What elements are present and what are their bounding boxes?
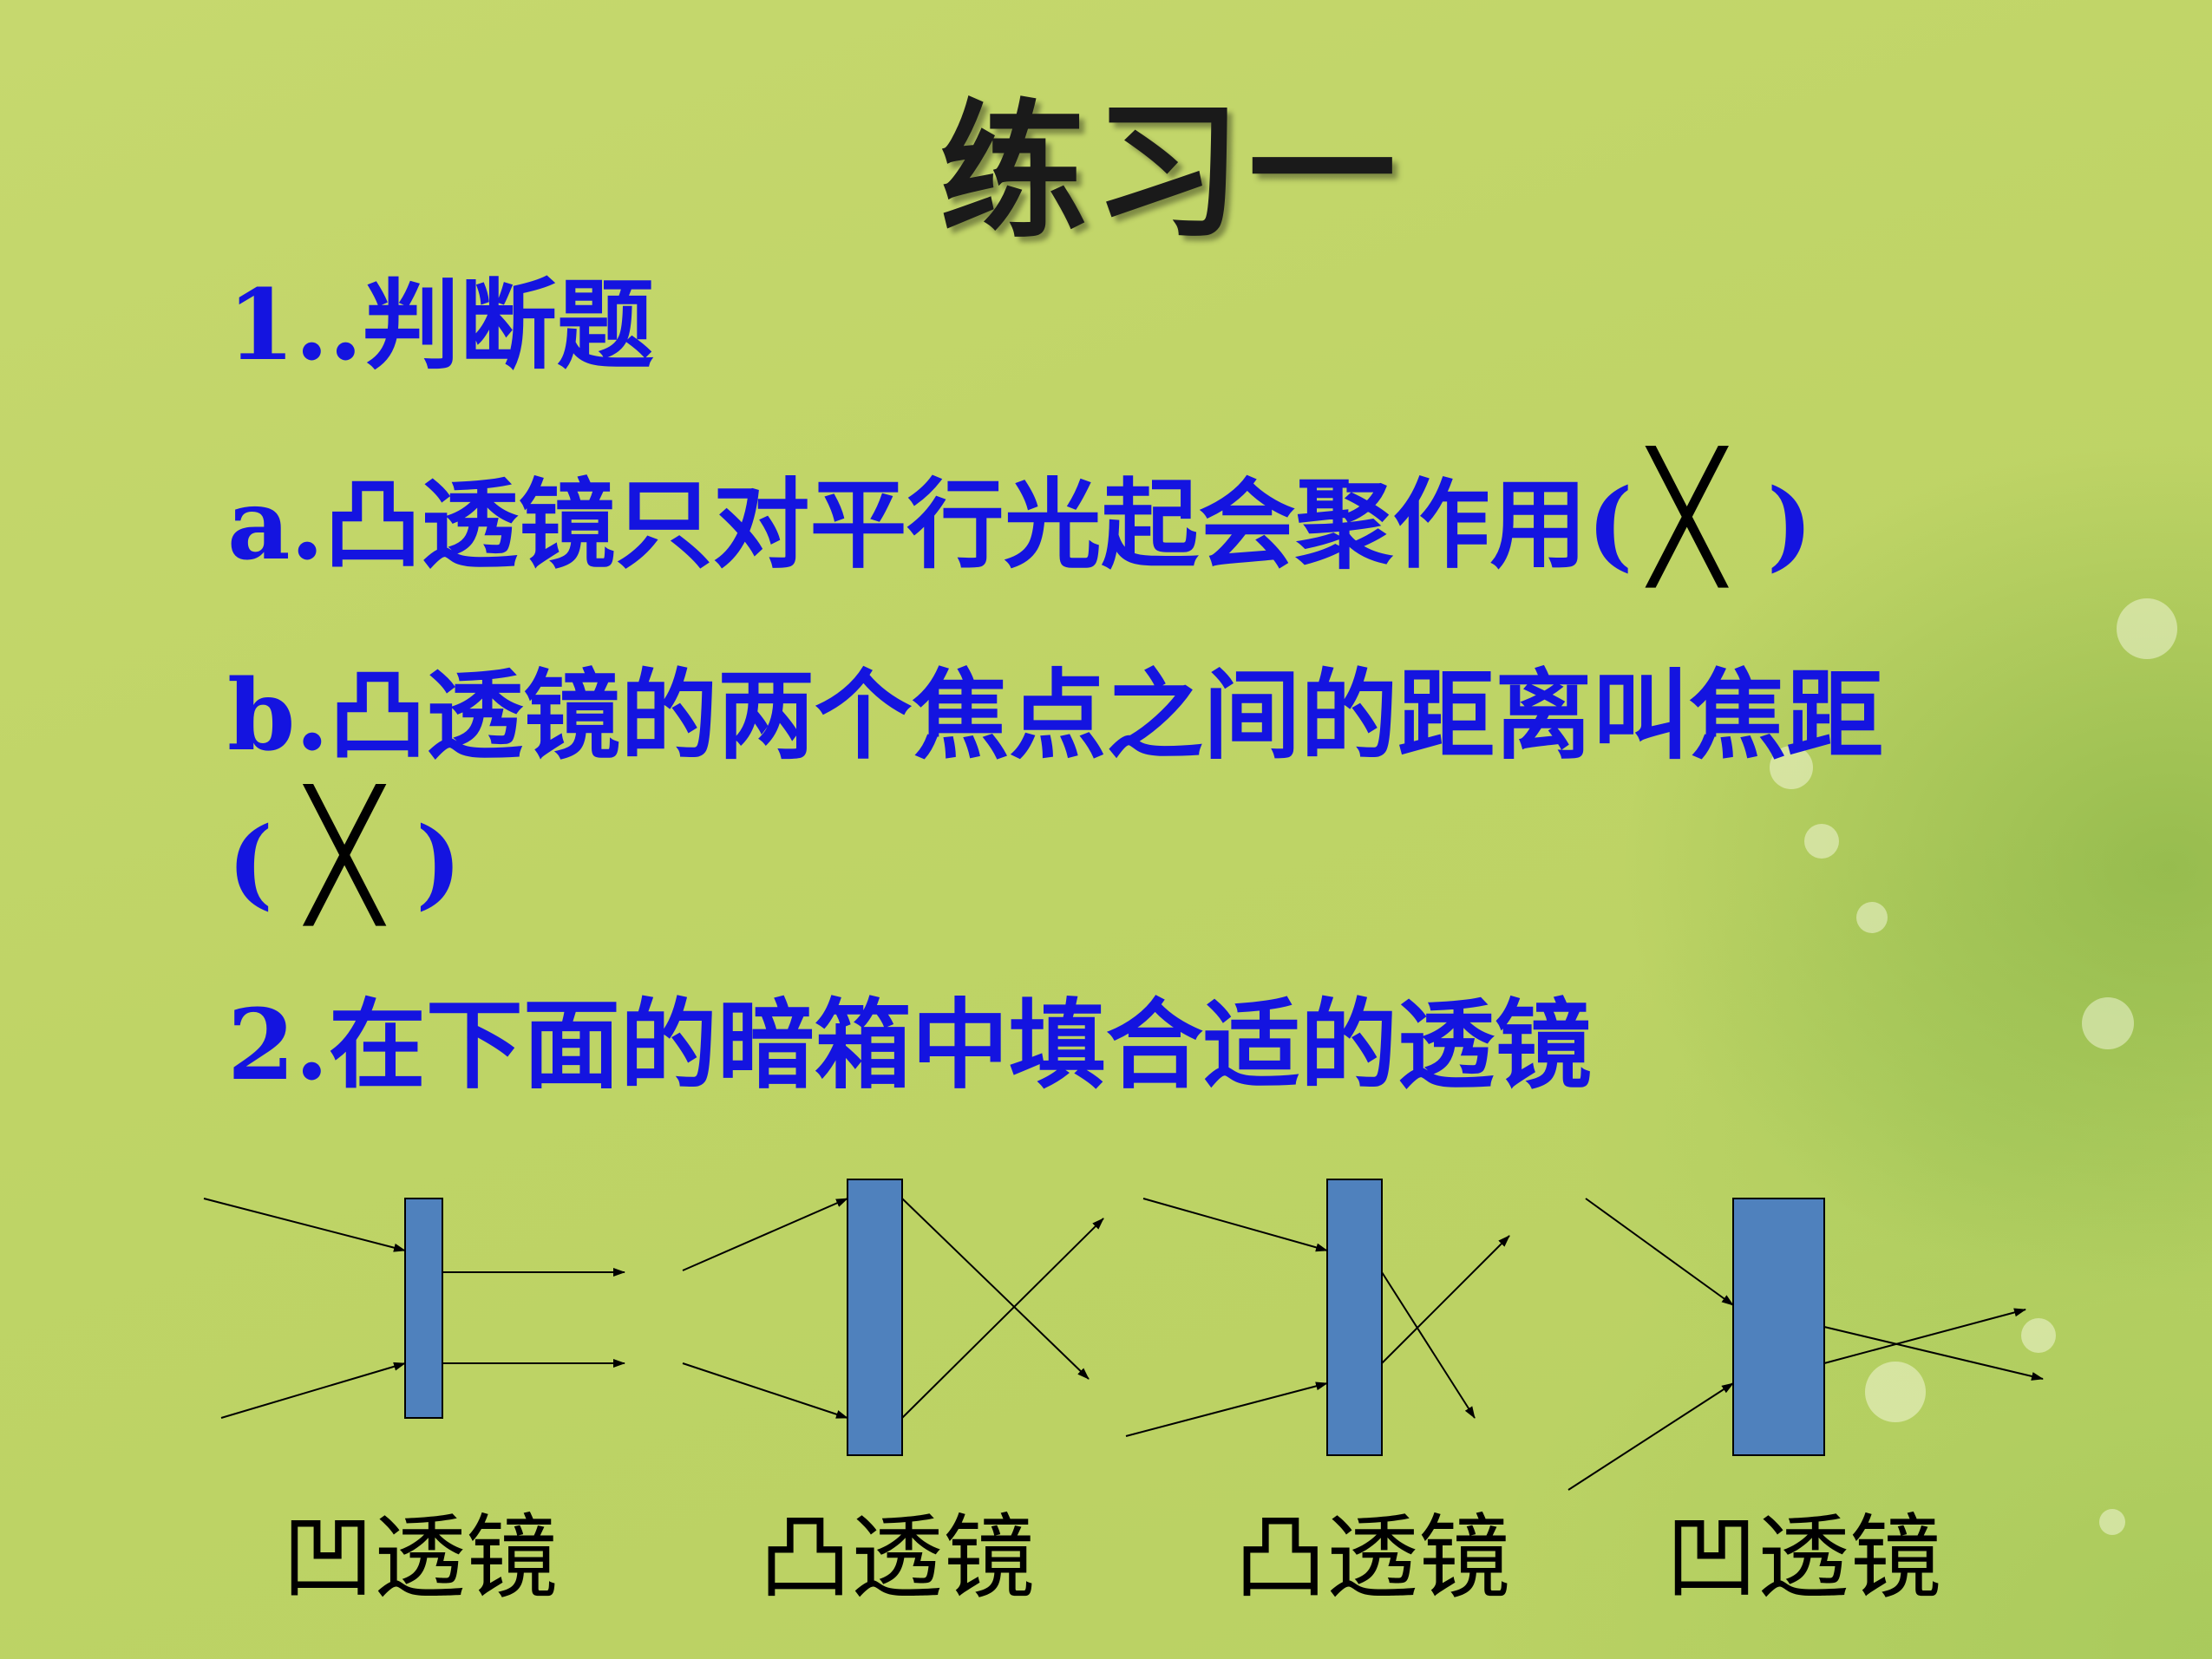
bokeh-decoration [1865,1362,1926,1422]
lens-label-1: 凹透镜 [282,1505,558,1611]
bokeh-decoration [1804,824,1839,859]
question-a-text: a.凸透镜只对平行光起会聚作用( [227,468,1633,582]
lens-label-3: 凸透镜 [1234,1505,1510,1611]
question-b-answer: ( ╳) [227,785,461,926]
ray [1381,1271,1476,1419]
ray [901,1218,1104,1419]
question-b-text: b.凸透镜的两个焦点之间的距离叫焦距 [227,659,1884,773]
section1-heading: 1..判断题 [227,269,654,382]
bokeh-decoration [1770,746,1813,789]
diagram-2 [682,1179,1104,1456]
question-b-open: ( [227,807,273,920]
dark-box-3 [1326,1179,1383,1456]
cross-mark-a: ╳ [1650,447,1724,588]
cross-mark-b: ╳ [308,785,382,926]
ray [1567,1382,1734,1491]
question-a-close: ) [1766,468,1813,582]
ray [1823,1326,2044,1381]
ray [1823,1308,2026,1364]
ray [1125,1381,1328,1437]
dark-box-2 [847,1179,903,1456]
ray [901,1198,1090,1380]
question-b: b.凸透镜的两个焦点之间的距离叫焦距 [227,637,1883,778]
dark-box-1 [404,1198,443,1419]
ray [1142,1198,1328,1252]
bokeh-decoration [2099,1509,2125,1535]
section2-heading: 2.在下面的暗箱中填合适的透镜 [227,989,1592,1102]
ray [682,1198,848,1271]
question-b-close: ) [416,807,462,920]
page-title: 练习一 [939,85,1403,258]
ray [1381,1235,1510,1364]
diagram-4 [1567,1198,2044,1491]
ray [1585,1198,1734,1306]
ray [203,1198,406,1252]
bokeh-decoration [1856,902,1888,933]
diagram-3 [1125,1179,1510,1456]
bokeh-decoration [2082,997,2134,1049]
ray [220,1362,406,1419]
question-a: a.凸透镜只对平行光起会聚作用(╳) [227,447,1813,588]
bokeh-decoration [2021,1318,2056,1353]
diagram-1 [203,1198,625,1419]
lens-label-4: 凹透镜 [1666,1505,1941,1611]
ray [682,1362,848,1419]
lens-label-2: 凸透镜 [759,1505,1035,1611]
dark-box-4 [1732,1198,1825,1456]
bokeh-decoration [2117,598,2177,659]
